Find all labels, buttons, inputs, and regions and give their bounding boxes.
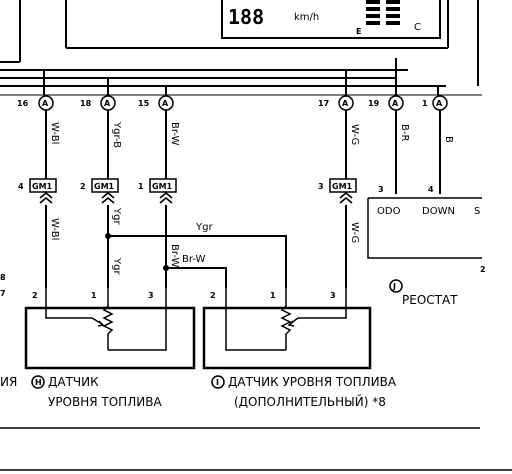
svg-text:GM1: GM1 (332, 182, 353, 191)
lower-wire-labels: W-Bl Ygr Ygr Br-W Ygr Br-W W-G (49, 207, 360, 275)
bar-gauge-icon (366, 0, 400, 25)
wire-label: Br-W (169, 244, 180, 268)
gm1-connector-w1: 4 GM1 (18, 178, 57, 193)
svg-text:16: 16 (17, 99, 29, 108)
junction-dots (105, 233, 169, 271)
wire-label: Br-W (182, 254, 206, 265)
svg-text:3: 3 (330, 291, 336, 300)
sensor-h-marker: H (35, 378, 42, 387)
edge-number: 8 (0, 273, 6, 282)
sensor-h-line2: УРОВНЯ ТОПЛИВА (48, 395, 162, 409)
svg-text:A: A (342, 99, 349, 108)
svg-text:GM1: GM1 (152, 182, 173, 191)
rheostat-down-label: DOWN (422, 206, 455, 217)
upper-wires (45, 110, 441, 194)
svg-text:1: 1 (422, 99, 428, 108)
edge-number: 7 (0, 289, 6, 298)
fuel-full-mark: C (414, 22, 421, 33)
lower-wires (45, 205, 347, 288)
sensor-i-line2: (ДОПОЛНИТЕЛЬНЫЙ) *8 (234, 394, 386, 409)
wire-label: Ygr (195, 222, 213, 233)
svg-text:A: A (104, 99, 111, 108)
wire-label: W-Bl (49, 122, 60, 144)
wire-label: W-G (349, 124, 360, 145)
svg-text:1: 1 (91, 291, 97, 300)
variable-resistor-icon (91, 288, 114, 350)
svg-text:18: 18 (80, 99, 92, 108)
pin-17-a: 17 A (318, 95, 354, 111)
lcd-digits: 188 (228, 5, 264, 29)
sensor-i-line1: ДАТЧИК УРОВНЯ ТОПЛИВА (228, 375, 397, 389)
wire-label: W-Bl (49, 218, 60, 240)
sensor-i: 2 1 3 I ДАТЧИК УРОВНЯ ТОПЛИВА (ДОПОЛНИТЕ… (202, 288, 397, 409)
svg-text:GM1: GM1 (32, 182, 53, 191)
svg-text:3: 3 (148, 291, 154, 300)
rheostat-odo-label: ODO (377, 206, 401, 217)
svg-text:4: 4 (18, 182, 24, 191)
svg-text:3: 3 (318, 182, 324, 191)
wire-label: Br-W (169, 122, 180, 146)
wire-label: Ygr (111, 207, 122, 225)
gm1-connector-w4: 3 GM1 (318, 178, 357, 193)
gm1-connector-w3: 1 GM1 (138, 178, 177, 193)
rheostat-title: РЕОСТАТ (402, 293, 458, 307)
svg-text:2: 2 (80, 182, 86, 191)
wire-label: Ygr-B (111, 121, 122, 148)
sensor-h-prefix: ИЯ (0, 375, 17, 389)
svg-text:GM1: GM1 (94, 182, 115, 191)
wire-label: Ygr (111, 257, 122, 275)
rheostat-edge-label: S (474, 206, 480, 217)
pin-18-a: 18 A (80, 95, 116, 111)
gm1-connectors: 4 GM1 2 GM1 1 GM1 3 GM1 (18, 178, 357, 193)
pin-1-a: 1 A (422, 95, 448, 111)
svg-text:4: 4 (428, 185, 434, 194)
frame-lines (0, 0, 482, 96)
upper-wire-labels: W-Bl Ygr-B Br-W W-G B-R B (49, 121, 454, 148)
sensor-i-marker: I (216, 378, 219, 387)
svg-text:2: 2 (210, 291, 216, 300)
pin-15-a: 15 A (138, 95, 174, 111)
svg-text:A: A (162, 99, 169, 108)
sensor-h: 2 1 3 ИЯ H ДАТЧИК УРОВНЯ ТОПЛИВА (0, 288, 196, 409)
speed-unit: km/h (294, 12, 319, 23)
wire-label: W-G (349, 222, 360, 243)
bottom-rules (0, 427, 512, 471)
svg-text:2: 2 (32, 291, 38, 300)
variable-resistor-icon (280, 288, 299, 350)
pin-16-a: 16 A (17, 95, 54, 111)
svg-text:A: A (42, 99, 49, 108)
gm1-connector-w2: 2 GM1 (80, 178, 119, 193)
chevron-connector-icon (39, 191, 353, 204)
connector-a-pins: 16 A 18 A 15 A 17 A 19 A 1 A (17, 95, 448, 111)
svg-text:A: A (436, 99, 443, 108)
svg-text:19: 19 (368, 99, 380, 108)
edge-number: 2 (480, 265, 486, 274)
svg-text:15: 15 (138, 99, 150, 108)
svg-text:1: 1 (138, 182, 144, 191)
sensor-h-line1: ДАТЧИК (48, 375, 99, 389)
svg-text:A: A (392, 99, 399, 108)
pin-19-a: 19 A (368, 95, 404, 111)
meter-display: 188 km/h E C (221, 0, 441, 39)
fuel-empty-mark: E (356, 27, 361, 36)
svg-text:3: 3 (378, 185, 384, 194)
rheostat-j: 3 4 ODO DOWN S J РЕОСТАТ (367, 185, 482, 307)
wire-label: B-R (399, 124, 410, 141)
rheostat-marker: J (392, 282, 396, 291)
svg-text:1: 1 (270, 291, 276, 300)
svg-text:17: 17 (318, 99, 329, 108)
wire-label: B (443, 136, 454, 143)
